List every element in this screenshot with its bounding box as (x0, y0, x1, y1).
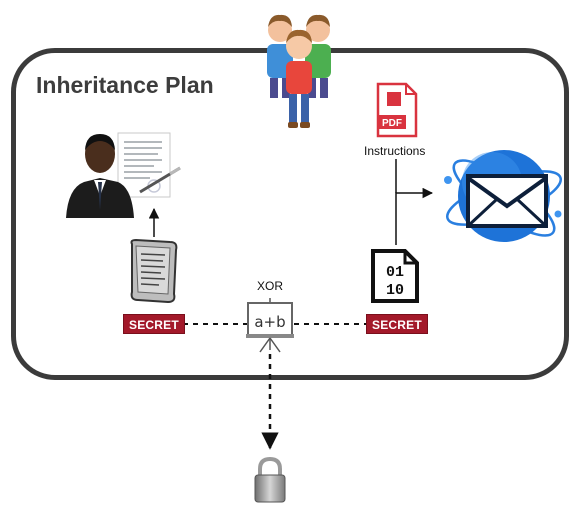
secret-badge-right: SECRET (366, 314, 428, 334)
secret-badge-left: SECRET (123, 314, 185, 334)
binary-to-mail-connector (395, 187, 434, 245)
xor-symbol: a+b (254, 313, 285, 331)
binary-file-icon: 01 10 (371, 249, 419, 303)
binary-bottom-text: 10 (386, 282, 404, 299)
page-title: Inheritance Plan (36, 72, 214, 98)
padlock-icon (254, 456, 286, 503)
globe-mail-icon (444, 150, 562, 242)
businessman-document-icon (66, 132, 181, 218)
pdf-document-icon: PDF (376, 82, 418, 138)
stone-tablet-icon (130, 238, 178, 304)
xor-label: XOR (257, 279, 284, 293)
instructions-label: Instructions (364, 144, 426, 158)
pdf-label: PDF (382, 118, 402, 129)
whiteboard-xor-icon: a+b (246, 298, 294, 353)
binary-top-text: 01 (386, 264, 404, 281)
family-icon (267, 14, 331, 128)
